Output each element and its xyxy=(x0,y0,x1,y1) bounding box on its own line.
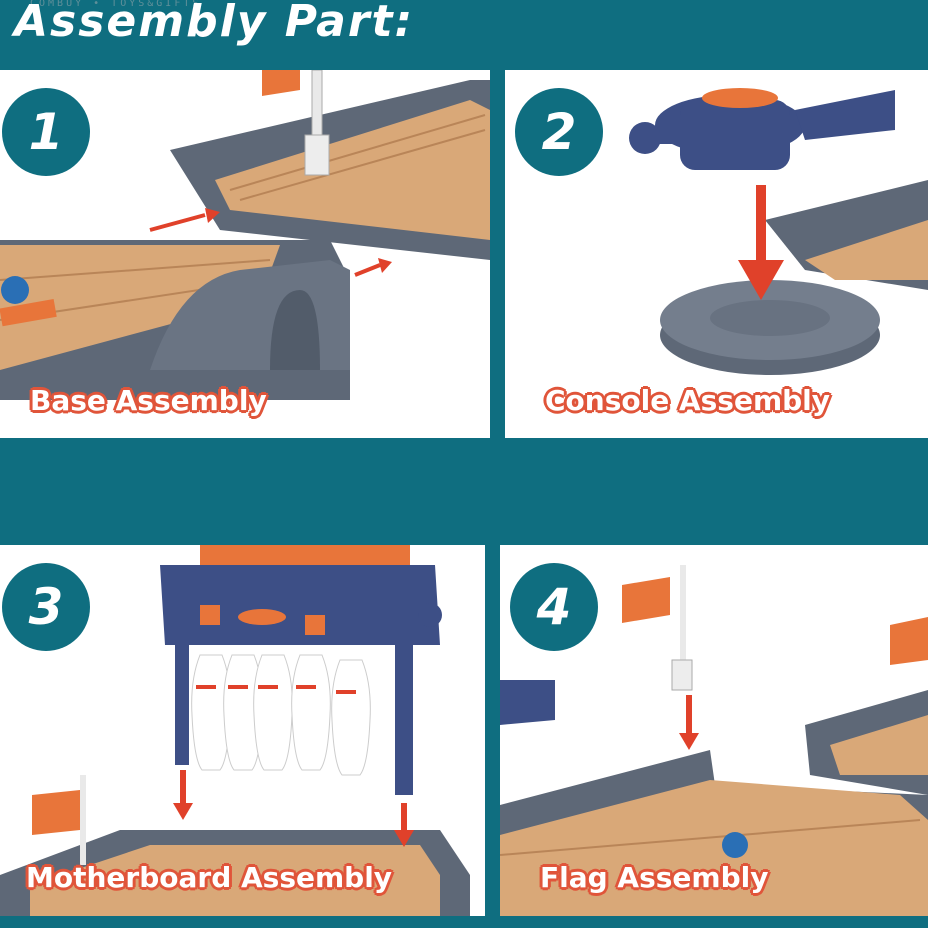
bowling-pin-icon xyxy=(331,659,371,776)
step-label: Base Assembly xyxy=(30,384,267,417)
step-panel-3: 3 Motherboard Assembly xyxy=(0,545,485,916)
console-assembly-illustration xyxy=(629,88,928,375)
header: COMBUY • TOYS&GIFTS Assembly Part: xyxy=(0,0,928,70)
flag-icon xyxy=(32,775,86,865)
page-title: Assembly Part: xyxy=(14,0,415,47)
step-panel-4: 4 Flag Assembly xyxy=(500,545,928,916)
arrow-down-icon xyxy=(679,695,699,750)
base-assembly-illustration xyxy=(0,70,490,400)
step-label: Flag Assembly xyxy=(540,861,769,894)
step-number-badge: 4 xyxy=(510,563,598,651)
step-panel-1: 1 Base Assembly xyxy=(0,70,490,438)
arrow-right-icon xyxy=(149,208,220,232)
step-number-badge: 1 xyxy=(2,88,90,176)
step-number-badge: 3 xyxy=(2,563,90,651)
step-label: Motherboard Assembly xyxy=(26,861,393,894)
step-number-badge: 2 xyxy=(515,88,603,176)
flag-icon xyxy=(890,617,928,665)
flag-assembly-illustration xyxy=(500,565,928,916)
step-label: Console Assembly xyxy=(545,384,831,417)
arrow-down-icon xyxy=(173,770,193,820)
motherboard-assembly-illustration xyxy=(0,545,470,916)
arrow-right-icon xyxy=(354,258,392,277)
arrow-down-icon xyxy=(738,185,784,300)
bowling-pin-icon xyxy=(291,654,331,771)
step-panel-2: 2 Console Assembly xyxy=(505,70,928,438)
flag-icon xyxy=(622,565,693,691)
watermark: COMBUY • TOYS&GIFTS xyxy=(30,0,202,9)
arrow-down-icon xyxy=(394,803,414,847)
bowling-pin-icon xyxy=(253,654,293,771)
